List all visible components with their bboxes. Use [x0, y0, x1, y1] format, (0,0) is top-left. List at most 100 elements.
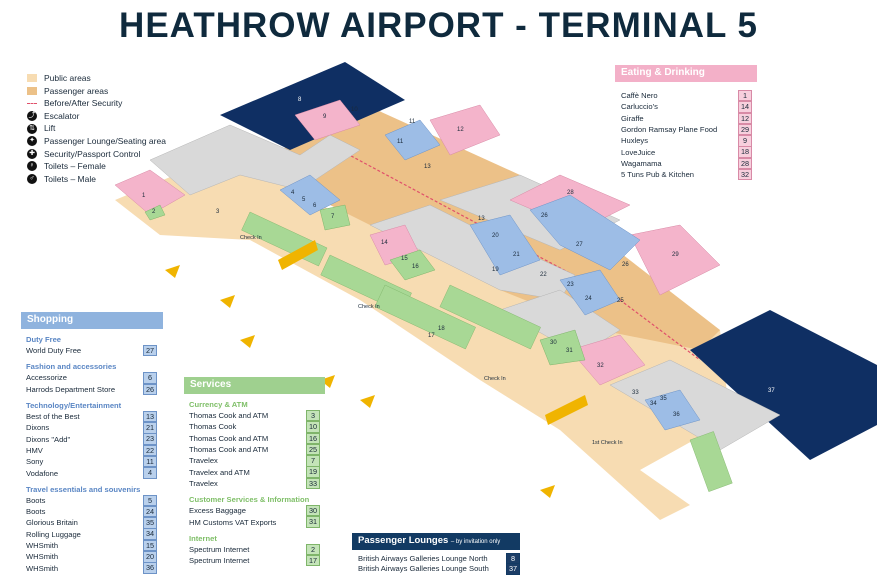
- restaurant-map-number: 28: [738, 157, 752, 170]
- restaurant-map-number: 14: [738, 101, 752, 113]
- shop-name: HMV: [26, 445, 43, 455]
- unit-number: 17: [428, 333, 435, 339]
- passenger-areas-swatch: [27, 86, 37, 95]
- service-unit-16-19: [389, 249, 436, 281]
- legend-label: Security/Passport Control: [44, 148, 141, 159]
- lounge-name: British Airways Galleries Lounge South: [358, 564, 489, 574]
- restaurant-name: 5 Tuns Pub & Kitchen: [621, 170, 695, 180]
- service-map-number: 17: [306, 554, 320, 567]
- gate-markers: [165, 240, 588, 498]
- shopping-heading: Shopping: [21, 312, 163, 329]
- food-unit-1: [114, 169, 186, 216]
- shop-name: Sony: [26, 457, 44, 467]
- restaurant-map-number: 9: [738, 135, 752, 147]
- service-map-number: 2: [306, 543, 320, 556]
- service-name: Excess Baggage: [189, 506, 246, 516]
- shop-entry[interactable]: Dixons "Add"23: [26, 433, 157, 445]
- shop-section-title: Duty Free: [26, 335, 62, 344]
- unit-number: 5: [302, 197, 306, 203]
- service-section-title: Customer Services & Information: [189, 495, 310, 505]
- shop-map-number: 4: [143, 467, 157, 479]
- unit-number: 19: [492, 267, 499, 273]
- service-name: Thomas Cook: [189, 422, 237, 432]
- unit-number: 16: [412, 264, 419, 270]
- shop-section-title: Technology/Entertainment: [26, 400, 122, 410]
- shop-name: WHSmith: [26, 552, 59, 562]
- shop-name: Best of the Best: [26, 412, 80, 422]
- unit-number: 36: [673, 412, 680, 418]
- restaurant-name: Caffè Nero: [621, 91, 658, 101]
- unit-number: 2: [152, 209, 156, 215]
- food-unit-12: [429, 104, 501, 156]
- legend-item: Before/After Security: [27, 97, 166, 110]
- unit-number: 13: [424, 164, 431, 170]
- unit-number: 13: [478, 216, 485, 222]
- shop-name: Harrods Department Store: [26, 384, 116, 394]
- lounge-north-building: [220, 62, 405, 150]
- service-map-number: 19: [306, 466, 320, 478]
- shop-name: World Duty Free: [26, 346, 82, 356]
- service-name: Travelex: [189, 456, 218, 466]
- legend-label: Escalator: [44, 110, 80, 121]
- unit-number: 29: [672, 252, 679, 258]
- shop-map-number: 36: [143, 562, 157, 574]
- restaurant-entry[interactable]: Wagamama 28: [621, 157, 752, 170]
- unit-number: 27: [576, 242, 583, 248]
- legend-item: Public areas: [27, 72, 166, 85]
- shop-unit-22-24: [559, 269, 621, 316]
- shop-name: WHSmith: [26, 541, 59, 550]
- restaurant-name: LoveJuice: [621, 147, 656, 157]
- legend-label: Toilets – Female: [44, 161, 106, 172]
- shop-map-number: 24: [143, 505, 157, 518]
- unit-number: 20: [492, 233, 499, 239]
- legend-label: Lift: [44, 123, 56, 134]
- unit-number: 25: [617, 298, 624, 304]
- shop-map-number: 34: [143, 528, 157, 540]
- unit-number: 12: [457, 127, 464, 133]
- shop-unit-11: [384, 119, 441, 161]
- restaurant-name: Wagamama: [621, 158, 662, 168]
- legend-label: Passenger Lounge/Seating area: [44, 135, 166, 146]
- passenger-lounges-heading: Passenger Lounges – by invitation only: [352, 533, 520, 550]
- map-label-check-in: Check In: [358, 304, 380, 310]
- unit-number: 8: [298, 97, 302, 103]
- map-label-check-in: Check In: [484, 376, 506, 382]
